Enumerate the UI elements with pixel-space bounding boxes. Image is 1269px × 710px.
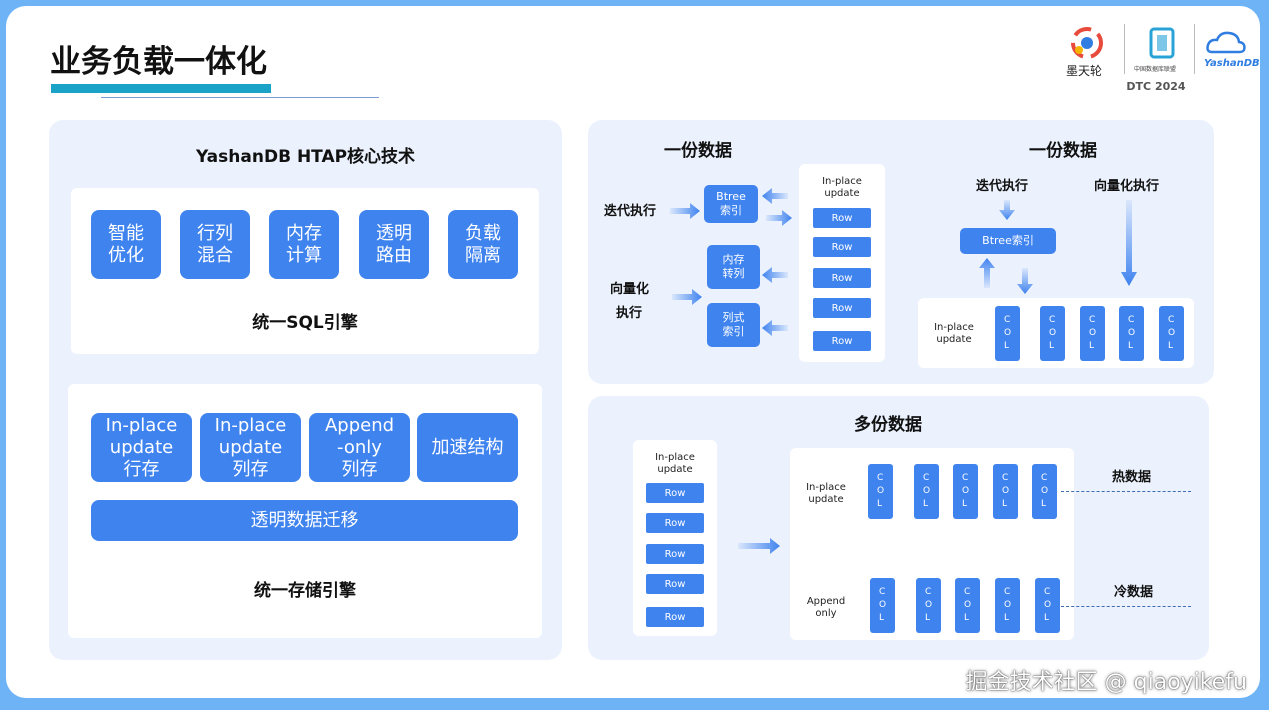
logo-motianlun-text: 墨天轮 bbox=[1066, 64, 1103, 78]
motianlun-logo-icon bbox=[1071, 27, 1103, 59]
multi-inplace-label: In-place update bbox=[655, 452, 695, 475]
col-block: C O L bbox=[1119, 306, 1144, 361]
inplace-row-card: In-place update Row Row Row Row Row bbox=[799, 164, 885, 362]
sql-engine-label: 统一SQL引擎 bbox=[252, 313, 358, 333]
row-block: Row bbox=[813, 268, 871, 288]
logo-yashandb-text: YashanDB bbox=[1204, 58, 1260, 69]
col-block: C O L bbox=[1080, 306, 1105, 361]
storage-box-inplace-row: In-place update 行存 bbox=[91, 413, 192, 482]
engine-box-load-isolation: 负载 隔离 bbox=[448, 210, 518, 279]
single-copy-arrows bbox=[670, 188, 1137, 336]
multi-inplace-label-2: In-place update bbox=[806, 482, 846, 505]
col-store-card: In-place update C O L C O L C O L C O L … bbox=[918, 298, 1194, 368]
engine-box-smart-optimize: 智能 优化 bbox=[91, 210, 161, 279]
col-block: C O L bbox=[916, 578, 941, 633]
btree-index-box-2: Btree索引 bbox=[960, 228, 1056, 254]
logo-divider bbox=[1124, 24, 1125, 74]
vec-label: 向量化 bbox=[610, 282, 650, 297]
inplace-update-label-2: In-place update bbox=[934, 322, 974, 345]
iter-exec-label-2: 迭代执行 bbox=[976, 179, 1029, 194]
iter-exec-label: 迭代执行 bbox=[604, 204, 657, 219]
single-copy-panel: 一份数据 迭代执行 向量化 执行 Btree 索引 内存 转列 列式 索引 In… bbox=[588, 120, 1214, 384]
multi-col-card: In-place update C O L C O L C O L C O L … bbox=[790, 448, 1074, 640]
col-block: C O L bbox=[870, 578, 895, 633]
col-block: C O L bbox=[1032, 464, 1057, 519]
col-block: C O L bbox=[1159, 306, 1184, 361]
col-block: C O L bbox=[868, 464, 893, 519]
row-block: Row bbox=[646, 483, 704, 503]
sql-engine-card: 智能 优化 行列 混合 内存 计算 透明 路由 负载 隔离 统一SQL引擎 bbox=[71, 188, 539, 354]
watermark: 掘金技术社区 @ qiaoyikefu bbox=[965, 670, 1247, 695]
col-block: C O L bbox=[993, 464, 1018, 519]
multi-copy-panel: 多份数据 In-place update Row Row Row Row Row… bbox=[588, 396, 1209, 660]
title-underline-bar bbox=[51, 84, 271, 93]
row-block: Row bbox=[646, 513, 704, 533]
storage-box-accel: 加速结构 bbox=[417, 413, 518, 482]
multi-copy-title: 多份数据 bbox=[854, 415, 922, 435]
logo-group: 墨天轮 中国数据库联盟 YashanDB DTC 2024 bbox=[1056, 20, 1260, 100]
single-copy-title-2: 一份数据 bbox=[1029, 141, 1097, 161]
dtc-label: DTC 2024 bbox=[1126, 80, 1186, 93]
memory-to-col-box: 内存 转列 bbox=[707, 245, 760, 289]
engine-box-memory-compute: 内存 计算 bbox=[269, 210, 339, 279]
title-underline-line bbox=[101, 97, 379, 98]
vec-label-2: 执行 bbox=[616, 306, 643, 321]
btree-index-box: Btree 索引 bbox=[704, 185, 758, 223]
multi-inplace-row-card: In-place update Row Row Row Row Row bbox=[633, 440, 717, 636]
row-block: Row bbox=[646, 607, 704, 627]
logo-db-alliance-text: 中国数据库联盟 bbox=[1134, 66, 1177, 73]
storage-box-inplace-col: In-place update 列存 bbox=[200, 413, 301, 482]
col-block: C O L bbox=[914, 464, 939, 519]
db-alliance-logo-icon bbox=[1149, 27, 1175, 59]
col-block: C O L bbox=[1040, 306, 1065, 361]
row-block: Row bbox=[646, 544, 704, 564]
storage-engine-card: In-place update 行存 In-place update 列存 Ap… bbox=[68, 384, 542, 638]
append-only-label: Append only bbox=[806, 596, 846, 619]
col-block: C O L bbox=[955, 578, 980, 633]
migration-bar: 透明数据迁移 bbox=[91, 500, 518, 541]
row-block: Row bbox=[813, 237, 871, 257]
logo-divider bbox=[1194, 24, 1195, 74]
inplace-update-label: In-place update bbox=[822, 176, 862, 199]
col-index-box: 列式 索引 bbox=[707, 303, 760, 347]
col-block: C O L bbox=[995, 306, 1020, 361]
col-block: C O L bbox=[1035, 578, 1060, 633]
page-title: 业务负载一体化 bbox=[50, 44, 267, 80]
hot-data-dashed-line bbox=[1061, 491, 1191, 492]
htap-core-panel: YashanDB HTAP核心技术 智能 优化 行列 混合 内存 计算 透明 路… bbox=[49, 120, 562, 660]
single-copy-title-1: 一份数据 bbox=[664, 141, 732, 161]
cold-data-dashed-line bbox=[1061, 606, 1191, 607]
vec-exec-label: 向量化执行 bbox=[1094, 179, 1160, 194]
col-block: C O L bbox=[953, 464, 978, 519]
storage-box-append-col: Append -only 列存 bbox=[309, 413, 410, 482]
storage-engine-label: 统一存储引擎 bbox=[254, 581, 356, 601]
row-block: Row bbox=[813, 298, 871, 318]
col-block: C O L bbox=[995, 578, 1020, 633]
engine-box-row-col-hybrid: 行列 混合 bbox=[180, 210, 250, 279]
slide: 业务负载一体化 墨天轮 中国数据库联盟 YashanDB DTC 2024 Ya… bbox=[6, 6, 1260, 698]
row-block: Row bbox=[646, 574, 704, 594]
hot-data-label: 热数据 bbox=[1112, 470, 1152, 485]
cold-data-label: 冷数据 bbox=[1114, 585, 1154, 600]
row-block: Row bbox=[813, 331, 871, 351]
row-block: Row bbox=[813, 208, 871, 228]
htap-title: YashanDB HTAP核心技术 bbox=[195, 147, 416, 167]
yashandb-cloud-icon bbox=[1206, 31, 1246, 54]
engine-box-transparent-routing: 透明 路由 bbox=[359, 210, 429, 279]
